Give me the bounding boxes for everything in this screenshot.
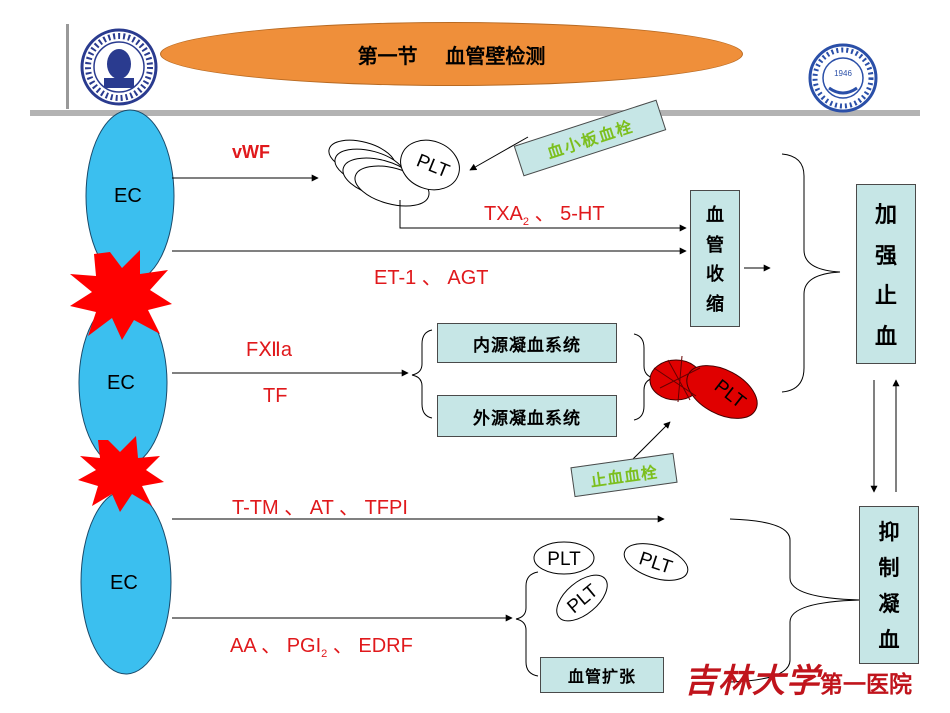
label-fxiia: FⅫa (246, 339, 292, 361)
label-ttm: T-TM 、 AT 、 TFPI (232, 497, 408, 519)
ec-label-2: EC (107, 372, 135, 394)
university-logo-year: 1946 (834, 69, 852, 78)
enhance-hemostasis-box: 加 强 止 血 (856, 184, 916, 364)
injury-burst-1 (70, 250, 172, 340)
university-logo: 1946 (808, 43, 878, 113)
label-aa: AA 、 PGI2 、 EDRF (230, 635, 413, 660)
hospital-logo (80, 28, 158, 106)
plt-oval-3 (556, 574, 608, 622)
vasodilation-box: 血管扩张 (540, 657, 664, 693)
footer-brand: 吉林大学第一医院 (684, 654, 912, 702)
page-title: 第一节 血管壁检测 (357, 43, 546, 68)
injury-burst-2 (78, 436, 164, 512)
ec-label-1: EC (114, 185, 142, 207)
ec-label-3: EC (110, 572, 138, 594)
plt-oval-2 (623, 543, 689, 581)
intrinsic-coag-box: 内源凝血系统 (437, 323, 617, 363)
label-tf: TF (263, 385, 288, 407)
footer-hospital-name: 第一医院 (820, 672, 912, 698)
plt-oval-1-label: PLT (547, 549, 581, 570)
label-vwf: vWF (232, 142, 270, 162)
extrinsic-coag-box: 外源凝血系统 (437, 395, 617, 437)
footer-university-name: 吉林大学 (684, 661, 820, 700)
vasoconstriction-box: 血 管 收 缩 (690, 190, 740, 327)
plt-oval-1 (533, 541, 595, 575)
inhibit-coagulation-box: 抑 制 凝 血 (859, 506, 919, 664)
label-et1: ET-1 、 AGT (374, 267, 489, 289)
platelet-cluster (328, 139, 460, 207)
title-oval: 第一节 血管壁检测 (160, 22, 743, 86)
label-txa2: TXA2 、 5-HT (484, 203, 605, 228)
clot-plt (649, 355, 758, 419)
